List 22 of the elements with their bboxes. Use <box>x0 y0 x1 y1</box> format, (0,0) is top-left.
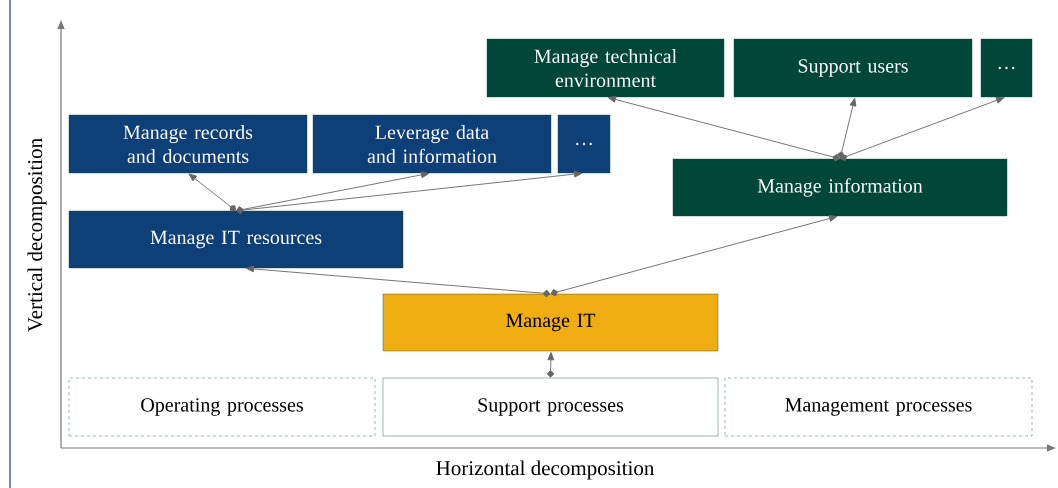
process-box: Manage information <box>672 158 1008 217</box>
arrow <box>840 96 1005 161</box>
process-box: Operating processes <box>68 377 376 437</box>
process-box: … <box>980 38 1033 98</box>
arrow <box>188 173 236 212</box>
axis-label: Horizontal decomposition <box>436 460 655 480</box>
arrow <box>837 97 857 159</box>
arrow <box>550 215 838 297</box>
process-box: Management processes <box>724 377 1033 437</box>
process-box: Support users <box>733 38 973 98</box>
process-box: … <box>557 114 611 174</box>
arrow <box>546 352 555 378</box>
arrow <box>245 265 551 298</box>
process-box: Manage records and documents <box>68 114 308 174</box>
arrow <box>236 170 583 215</box>
process-box: Manage technical environment <box>486 38 725 98</box>
process-box: Leverage data and information <box>312 114 552 174</box>
arrow <box>607 96 840 162</box>
process-box: Manage IT <box>382 293 719 352</box>
process-box: Support processes <box>382 377 719 437</box>
process-box: Manage IT resources <box>68 210 404 269</box>
axis-label: Vertical decomposition <box>27 138 47 332</box>
